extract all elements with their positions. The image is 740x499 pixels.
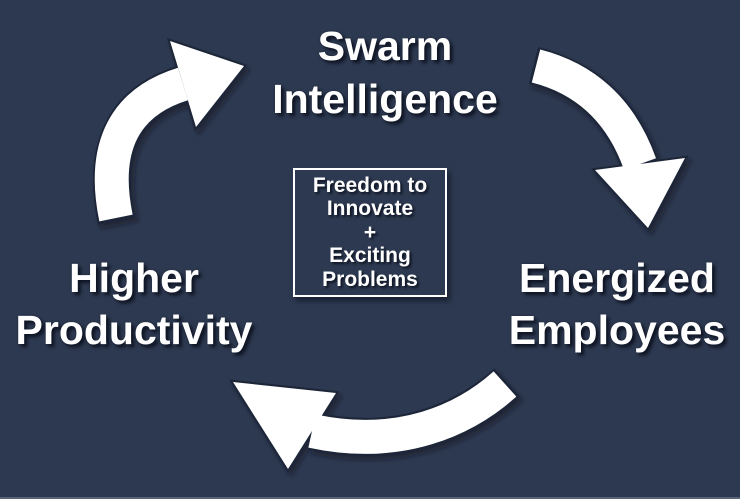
center-box-line: Innovate <box>326 197 414 221</box>
label-line: Intelligence <box>272 76 498 122</box>
center-box-line: + <box>363 220 377 244</box>
label-energized-employees: Energized Employees <box>477 252 740 356</box>
label-higher-productivity: Higher Productivity <box>0 252 274 356</box>
label-line: Employees <box>508 307 726 353</box>
curved-arrow-productivity-to-swarm-icon <box>92 37 248 225</box>
label-line: Productivity <box>15 307 253 353</box>
label-line: Swarm <box>317 23 453 69</box>
label-line: Energized <box>519 255 715 301</box>
bottom-edge-divider <box>0 497 740 499</box>
center-box-line: Freedom to <box>312 173 428 197</box>
curved-arrow-swarm-to-energized-icon <box>528 47 689 232</box>
label-swarm-intelligence: Swarm Intelligence <box>235 20 535 126</box>
label-line: Higher <box>69 255 199 301</box>
curved-arrow-energized-to-productivity-icon <box>229 368 520 473</box>
center-box: Freedom to Innovate + Exciting Problems <box>293 168 447 297</box>
center-box-line: Problems <box>322 267 418 291</box>
center-box-line: Exciting <box>329 244 411 268</box>
